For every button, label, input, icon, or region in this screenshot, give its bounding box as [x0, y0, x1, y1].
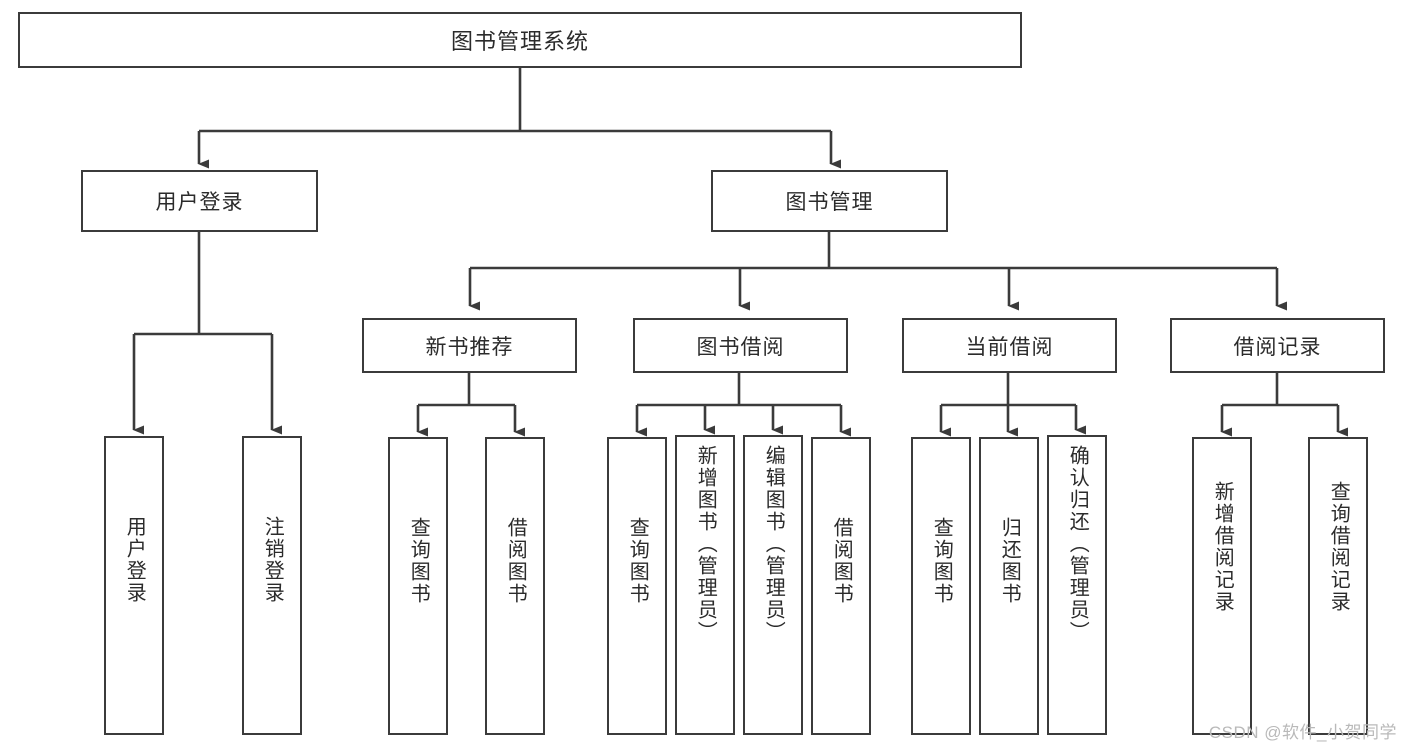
node-new-book-rec-label: 新书推荐	[425, 335, 514, 359]
node-leaf-query-record[interactable]: 查询借阅记录	[1308, 437, 1368, 735]
node-leaf-query-book-2-label: 查询图书	[626, 517, 649, 605]
node-borrow-record-label: 借阅记录	[1233, 335, 1322, 359]
node-leaf-add-record-label: 新增借阅记录	[1211, 481, 1234, 613]
node-leaf-edit-book[interactable]: 编辑图书（管理员）	[743, 435, 803, 735]
node-leaf-return-book[interactable]: 归还图书	[979, 437, 1039, 735]
node-book-borrow-label: 图书借阅	[696, 335, 785, 359]
node-leaf-borrow-book-1[interactable]: 借阅图书	[485, 437, 545, 735]
node-root[interactable]: 图书管理系统	[18, 12, 1022, 68]
node-leaf-user-login[interactable]: 用户登录	[104, 436, 164, 735]
node-current-borrow-label: 当前借阅	[965, 335, 1054, 359]
node-book-borrow[interactable]: 图书借阅	[633, 318, 848, 373]
node-leaf-query-book-1-label: 查询图书	[407, 517, 430, 605]
node-current-borrow[interactable]: 当前借阅	[902, 318, 1117, 373]
node-leaf-user-login-label: 用户登录	[123, 516, 146, 604]
node-leaf-logout-label: 注销登录	[261, 516, 284, 604]
node-leaf-logout[interactable]: 注销登录	[242, 436, 302, 735]
node-user-login-label: 用户登录	[155, 191, 244, 214]
node-leaf-add-book[interactable]: 新增图书（管理员）	[675, 435, 735, 735]
node-leaf-query-book-3-label: 查询图书	[930, 517, 953, 605]
node-leaf-add-book-label: 新增图书（管理员）	[694, 445, 717, 643]
node-leaf-query-book-2[interactable]: 查询图书	[607, 437, 667, 735]
node-leaf-return-book-label: 归还图书	[998, 517, 1021, 605]
node-leaf-borrow-book-1-label: 借阅图书	[504, 517, 527, 605]
node-leaf-confirm-return-label: 确认归还（管理员）	[1066, 445, 1089, 643]
node-leaf-query-book-1[interactable]: 查询图书	[388, 437, 448, 735]
node-new-book-rec[interactable]: 新书推荐	[362, 318, 577, 373]
node-book-mgmt[interactable]: 图书管理	[711, 170, 948, 232]
node-leaf-query-record-label: 查询借阅记录	[1327, 481, 1350, 613]
node-leaf-query-book-3[interactable]: 查询图书	[911, 437, 971, 735]
node-leaf-confirm-return[interactable]: 确认归还（管理员）	[1047, 435, 1107, 735]
node-user-login[interactable]: 用户登录	[81, 170, 318, 232]
node-book-mgmt-label: 图书管理	[785, 191, 874, 214]
node-leaf-edit-book-label: 编辑图书（管理员）	[762, 445, 785, 643]
node-borrow-record[interactable]: 借阅记录	[1170, 318, 1385, 373]
node-leaf-add-record[interactable]: 新增借阅记录	[1192, 437, 1252, 735]
node-root-label: 图书管理系统	[450, 29, 589, 54]
node-leaf-borrow-book-2[interactable]: 借阅图书	[811, 437, 871, 735]
node-leaf-borrow-book-2-label: 借阅图书	[830, 517, 853, 605]
